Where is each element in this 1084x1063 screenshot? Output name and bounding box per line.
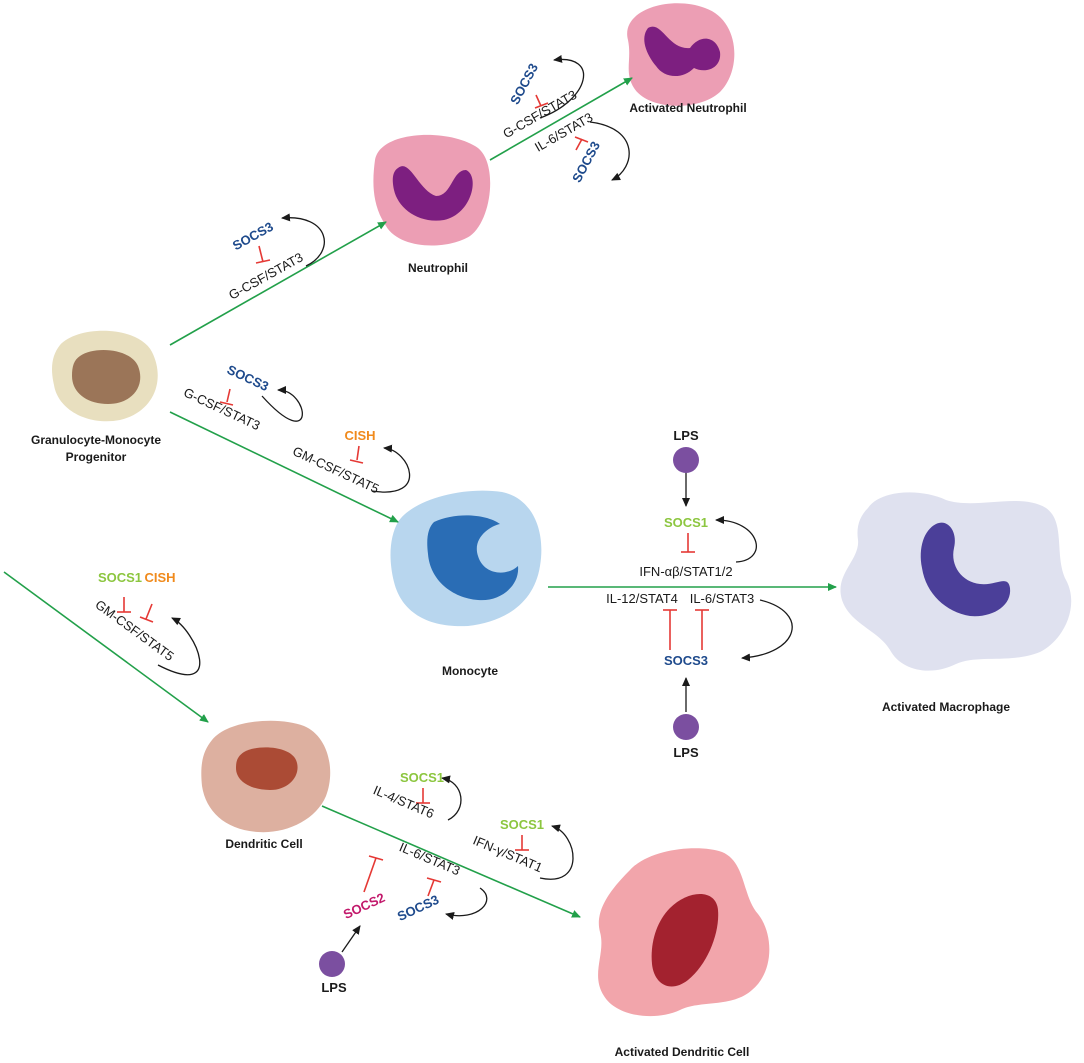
pathway-il12: IL-12/STAT4: [606, 591, 678, 606]
label-gmp-line1: Granulocyte-Monocyte: [31, 433, 161, 447]
socs1-ifng: SOCS1: [500, 817, 544, 832]
socs1-il4: SOCS1: [400, 770, 444, 785]
arrow-dendritic-to-activated: [321, 805, 581, 918]
socs3-activated-neutrophil-top: SOCS3: [507, 61, 541, 107]
socs1-macrophage: SOCS1: [664, 515, 708, 530]
label-activated-neutrophil: Activated Neutrophil: [629, 101, 746, 115]
label-dendritic-cell: Dendritic Cell: [225, 837, 302, 851]
pathway-il6-dc: IL-6/STAT3: [397, 839, 462, 878]
pathway-gmcsf-monocyte: GM-CSF/STAT5: [290, 443, 381, 496]
lps-label-top: LPS: [673, 428, 699, 443]
pathway-ifng: IFN-γ/STAT1: [471, 833, 545, 876]
lps-label-bottom: LPS: [673, 745, 699, 760]
pathway-gmcsf-dc: GM-CSF/STAT5: [92, 597, 176, 664]
arrow-neutrophil-to-activated: [489, 77, 633, 161]
pathway-il4: IL-4/STAT6: [371, 782, 436, 821]
progenitor-cell: [52, 330, 158, 422]
socs3-activated-neutrophil-bottom: SOCS3: [569, 139, 603, 185]
socs3-monocyte: SOCS3: [225, 362, 271, 394]
socs3-neutrophil: SOCS3: [230, 219, 276, 253]
inhibition-marks: [117, 94, 709, 897]
label-activated-macrophage: Activated Macrophage: [882, 700, 1010, 714]
cish-dc: CISH: [144, 570, 175, 585]
dendritic-cell: [201, 720, 331, 833]
arrow-gmp-to-neutrophil: [169, 221, 387, 346]
neutrophil-cell: [373, 134, 491, 246]
pathway-ifnab: IFN-αβ/STAT1/2: [639, 564, 732, 579]
socs3-macrophage: SOCS3: [664, 653, 708, 668]
lps-circle-dc: [319, 951, 345, 977]
lps-circle-bottom: [673, 714, 699, 740]
pathway-il6-macrophage: IL-6/STAT3: [690, 591, 755, 606]
label-activated-dendritic-cell: Activated Dendritic Cell: [615, 1045, 750, 1059]
pathway-gcsf-monocyte: G-CSF/STAT3: [181, 385, 262, 433]
monocyte-cell: [390, 490, 542, 627]
pathway-gcsf-neutrophil: G-CSF/STAT3: [226, 249, 305, 302]
arrow-gmp-to-monocyte: [169, 411, 399, 523]
label-gmp-line2: Progenitor: [66, 450, 127, 464]
feedback-arrows: [157, 55, 793, 953]
activated-neutrophil-cell: [627, 3, 735, 106]
label-monocyte: Monocyte: [442, 664, 498, 678]
label-neutrophil: Neutrophil: [408, 261, 468, 275]
activated-dendritic-cell: [598, 848, 770, 1017]
lps-label-dc: LPS: [321, 980, 347, 995]
cish-monocyte: CISH: [344, 428, 375, 443]
socs1-dc: SOCS1: [98, 570, 142, 585]
activated-macrophage-cell: [840, 492, 1072, 671]
socs2-dc: SOCS2: [341, 890, 387, 922]
lps-circle-top: [673, 447, 699, 473]
socs3-dc: SOCS3: [395, 892, 441, 924]
arrow-to-dendritic: [3, 571, 209, 723]
